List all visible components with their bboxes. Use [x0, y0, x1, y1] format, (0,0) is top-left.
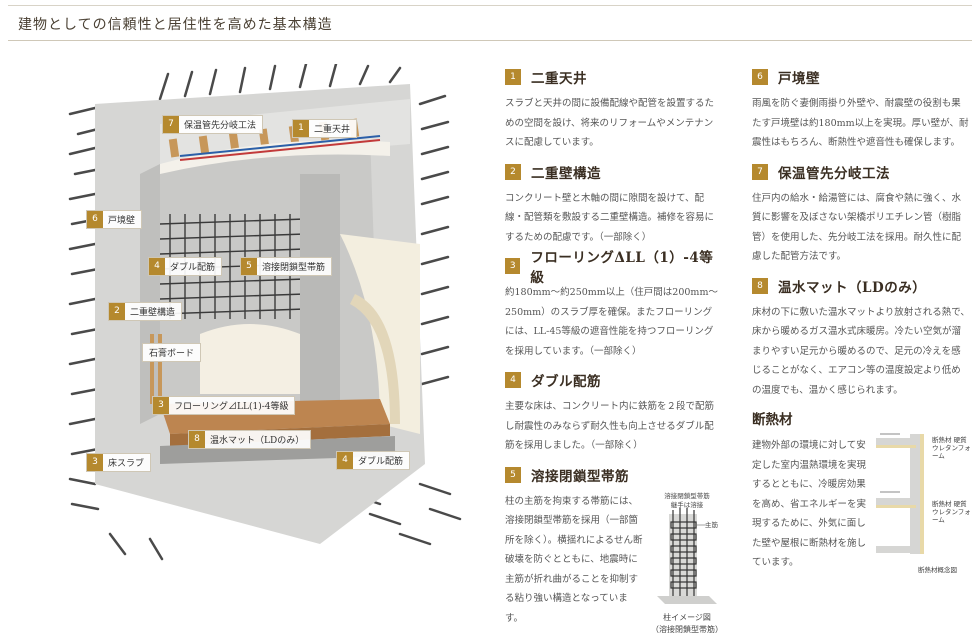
label-gypsum-board: 石膏ボード — [142, 343, 202, 362]
section-number: 5 — [505, 466, 521, 483]
section-insulation: 断熱材 建物外部の環境に対して安定した室内温熱環境を実現するとともに、冷暖房効果… — [752, 408, 971, 574]
section-insulated-pipe: 7 保温管先分岐工法 住戸内の給水・給湯管には、腐食や熱に強く、水質に影響を及ぼさ… — [752, 161, 970, 267]
text-column-1: 1 二重天井 スラブと天井の間に設備配線や配管を設置するための空間を設け、将来のリ… — [505, 66, 723, 636]
column-image-figure: 溶接閉鎖型帯筋 継手は溶接 主筋 柱イメージ図 （溶接閉鎖型帯筋） — [647, 492, 727, 642]
section-number: 8 — [752, 277, 768, 294]
section-body: コンクリート壁と木軸の間に隙間を設けて、配線・配管類を敷設する二重壁構造。補修を… — [505, 192, 715, 243]
figure-caption-sub: （溶接閉鎖型帯筋） — [651, 624, 723, 634]
section-party-wall: 6 戸境壁 雨風を防ぐ妻側雨掛り外壁や、耐震壁の役割も果たす戸境壁は約180mm以… — [752, 66, 970, 153]
section-double-wall: 2 二重壁構造 コンクリート壁と木軸の間に隙間を設けて、配線・配管類を敷設する二重… — [505, 161, 720, 248]
figure-caption: 柱イメージ図 — [663, 612, 711, 622]
page-title: 建物としての信頼性と居住性を高めた基本構造 — [18, 17, 333, 33]
section-welded-hoop: 5 溶接閉鎖型帯筋 柱の主筋を拘束する帯筋には、溶接閉鎖型帯筋を採用（一部箇所を除… — [505, 464, 723, 634]
section-title: 溶接閉鎖型帯筋 — [531, 468, 629, 485]
section-title: 戸境壁 — [778, 71, 820, 87]
section-title: 二重壁構造 — [531, 165, 601, 182]
insulation-concept-drawing — [876, 433, 924, 554]
top-rule — [8, 5, 972, 6]
figure-label-weld: 継手は溶接 — [670, 500, 704, 509]
section-number: 3 — [505, 258, 521, 274]
section-title: 保温管先分岐工法 — [778, 165, 890, 182]
section-number: 7 — [752, 163, 768, 180]
section-hot-water-mat: 8 温水マット（LDのみ） 床材の下に敷いた温水マットより放射される熱で、床から暖… — [752, 275, 970, 401]
section-body: 主要な床は、コンクリート内に鉄筋を２段で配筋し耐震性のみならず耐久性も向上させる… — [505, 401, 715, 451]
section-body: 住戸内の給水・給湯管には、腐食や熱に強く、水質に影響を及ぼさない架橋ポリエチレン… — [752, 192, 962, 263]
section-body: 雨風を防ぐ妻側雨掛り外壁や、耐震壁の役割も果たす戸境壁は約180mm以上を実現。… — [752, 98, 969, 148]
section-number: 6 — [752, 69, 768, 85]
text-column-2: 6 戸境壁 雨風を防ぐ妻側雨掛り外壁や、耐震壁の役割も果たす戸境壁は約180mm以… — [752, 66, 971, 581]
figure-label-insulation-2: 断熱材 硬質ウレタンフォーム — [932, 500, 971, 524]
section-number: 1 — [505, 69, 521, 85]
section-number: 2 — [505, 163, 521, 180]
header-rule — [8, 40, 972, 41]
insulation-figure: 断熱材 硬質ウレタンフォーム 断熱材 硬質ウレタンフォーム 断熱材概念図 — [870, 428, 971, 578]
section-double-rebar: 4 ダブル配筋 主要な床は、コンクリート内に鉄筋を２段で配筋し耐震性のみならず耐久… — [505, 369, 720, 456]
section-number: 4 — [505, 372, 521, 388]
column-rebar-drawing — [657, 507, 717, 604]
section-title: フローリングΔLL（1）-4等級 — [530, 250, 714, 286]
section-body: 約180mm～約250mm以上（住戸間は200mm～250mm）のスラブ厚を確保… — [505, 287, 718, 357]
section-double-ceiling: 1 二重天井 スラブと天井の間に設備配線や配管を設置するための空間を設け、将来のリ… — [505, 66, 720, 153]
section-flooring: 3 フローリングΔLL（1）-4等級 約180mm～約250mm以上（住戸間は20… — [505, 250, 720, 361]
section-body: スラブと天井の間に設備配線や配管を設置するための空間を設け、将来のリフォームやメ… — [505, 98, 715, 148]
section-body: 建物外部の環境に対して安定した室内温熱環境を実現するとともに、冷暖房効果を高め、… — [752, 440, 867, 568]
section-title: 断熱材 — [752, 412, 793, 428]
section-title: 二重天井 — [531, 71, 587, 87]
section-title: ダブル配筋 — [531, 374, 601, 390]
section-title: 温水マット（LDのみ） — [778, 279, 927, 296]
section-body: 柱の主筋を拘束する帯筋には、溶接閉鎖型帯筋を採用（一部箇所を除く）。横揺れによる… — [505, 495, 643, 624]
section-body: 床材の下に敷いた温水マットより放射される熱で、床から暖めるガス温水式床暖房。冷た… — [752, 306, 970, 396]
figure-label-insulation-1: 断熱材 硬質ウレタンフォーム — [932, 436, 971, 460]
figure-label-main-bar: 主筋 — [705, 520, 718, 529]
figure-caption: 断熱材概念図 — [918, 566, 957, 574]
figure-label-hoop: 溶接閉鎖型帯筋 — [664, 491, 710, 500]
